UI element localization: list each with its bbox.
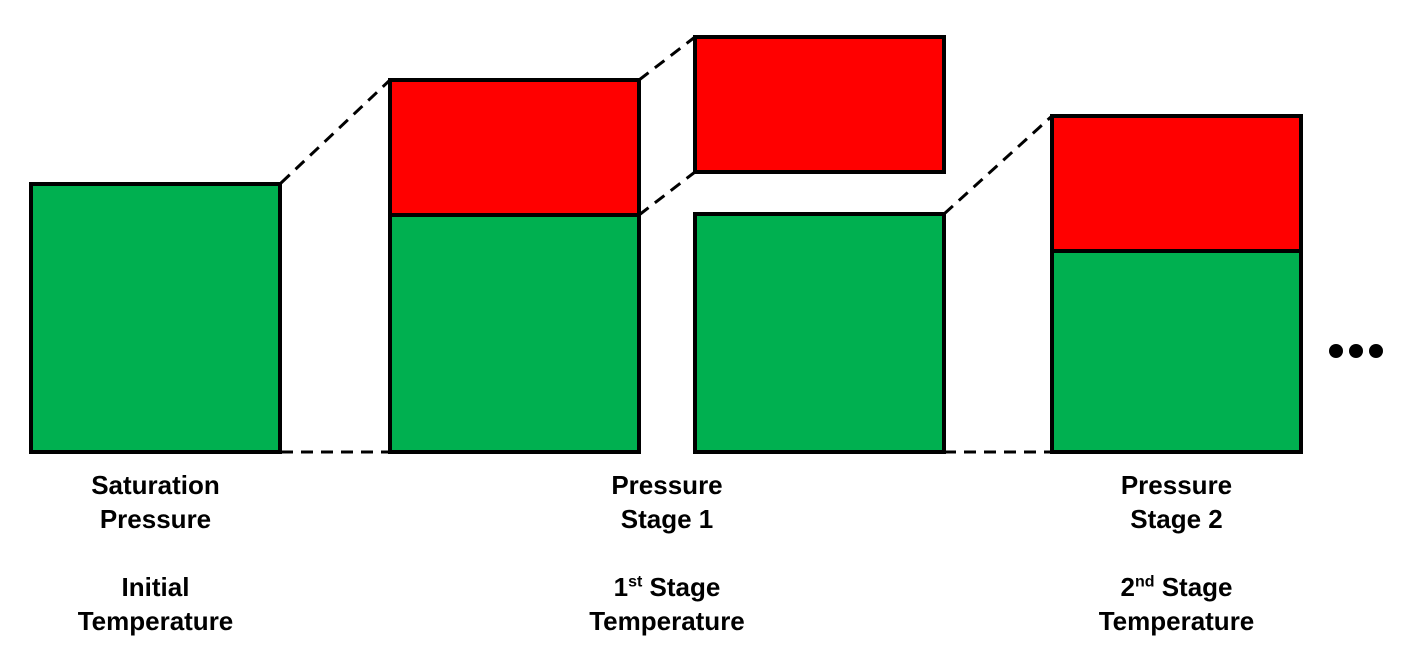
connector-vapor-bottom-stage1	[638, 170, 696, 217]
initial-pressure-line1: Saturation	[91, 470, 220, 500]
stage1-vapor-block	[388, 78, 641, 217]
initial-pressure-line2: Pressure	[99, 504, 212, 534]
stage2-temp-suffix: nd	[1134, 573, 1155, 591]
stage1-pressure-line2: Stage 1	[620, 504, 714, 534]
connector-lines	[279, 35, 1054, 454]
connector-top-stage1-to-stage2	[942, 114, 1054, 216]
stage1-separated-vapor-block	[693, 35, 946, 174]
stage1-pressure-line1: Pressure	[611, 470, 723, 500]
stage2-pressure-line1: Pressure	[1120, 470, 1233, 500]
stage1-temperature-line2: Temperature	[589, 606, 745, 636]
stage2-pressure-line2: Stage 2	[1130, 504, 1223, 534]
stage1-caption: Pressure Stage 1 1st Stage Temperature	[542, 468, 792, 638]
stage2-caption: Pressure Stage 2 2nd Stage Temperature	[1052, 468, 1301, 638]
stage2-temp-number: 2	[1120, 572, 1135, 602]
connector-vapor-top-stage1	[638, 35, 696, 82]
initial-temperature-line2: Temperature	[77, 606, 234, 636]
stage2-temperature-line2: Temperature	[1098, 606, 1255, 636]
stage1-temp-word: Stage	[642, 572, 721, 602]
stage2-temp-word: Stage	[1154, 572, 1233, 602]
stage2-liquid-block	[1050, 249, 1303, 454]
stage1-temp-suffix: st	[628, 573, 643, 591]
initial-caption: Saturation Pressure Initial Temperature	[31, 468, 280, 638]
initial-liquid-block	[29, 182, 282, 454]
stage2-vapor-block	[1050, 114, 1303, 253]
initial-temperature-line1: Initial	[121, 572, 190, 602]
stage2-temperature-line1: 2nd Stage	[1052, 570, 1301, 604]
stage1-liquid-block	[388, 213, 641, 454]
connector-top-initial-to-stage1	[279, 78, 392, 185]
stage1-separated-liquid-block	[693, 212, 946, 454]
ellipsis-dots-icon	[1329, 344, 1383, 358]
stage1-temp-number: 1	[613, 572, 629, 602]
stage1-temperature-line1: 1st Stage	[542, 570, 792, 604]
